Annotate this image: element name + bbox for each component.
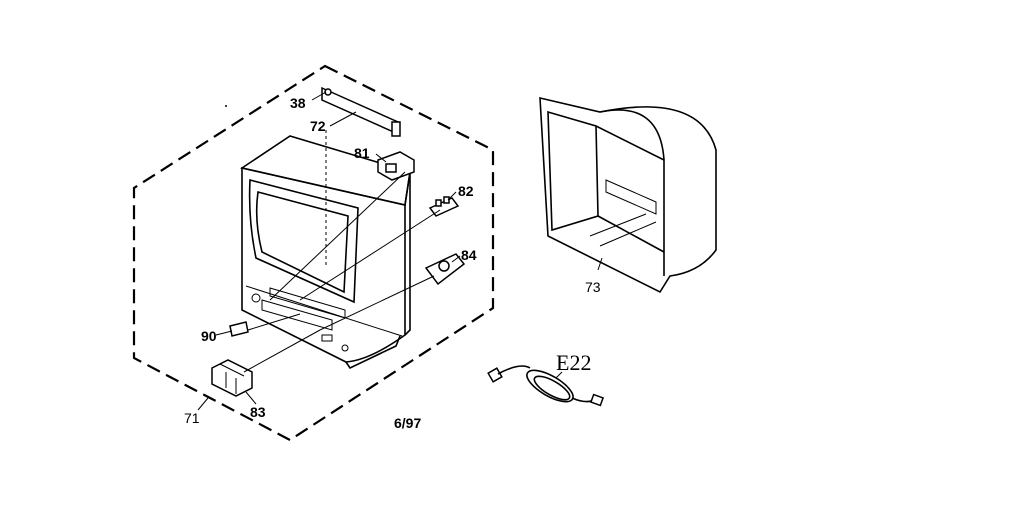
stray-dot xyxy=(225,105,227,107)
callout-72: 72 xyxy=(310,118,326,134)
power-cord-icon xyxy=(487,365,605,407)
connector-part-81 xyxy=(377,151,415,181)
callout-38: 38 xyxy=(290,95,306,111)
callout-73: 73 xyxy=(585,279,601,295)
button-block-part-83 xyxy=(211,359,253,397)
callout-84: 84 xyxy=(461,247,477,263)
callout-90: 90 xyxy=(201,328,217,344)
callout-e22: E22 xyxy=(556,350,591,375)
rear-cabinet-icon xyxy=(539,96,717,294)
callout-71: 71 xyxy=(184,410,200,426)
bracket-part-84 xyxy=(424,253,466,286)
plate-part-90 xyxy=(229,321,249,337)
bracket-part-72 xyxy=(321,86,401,137)
date-code: 6/97 xyxy=(394,415,421,431)
callout-81: 81 xyxy=(354,145,370,161)
callout-83: 83 xyxy=(250,404,266,420)
callout-82: 82 xyxy=(458,183,474,199)
tv-front-cabinet-icon xyxy=(240,135,411,370)
assembly-boundary xyxy=(132,64,495,442)
leader-lines xyxy=(197,91,461,411)
